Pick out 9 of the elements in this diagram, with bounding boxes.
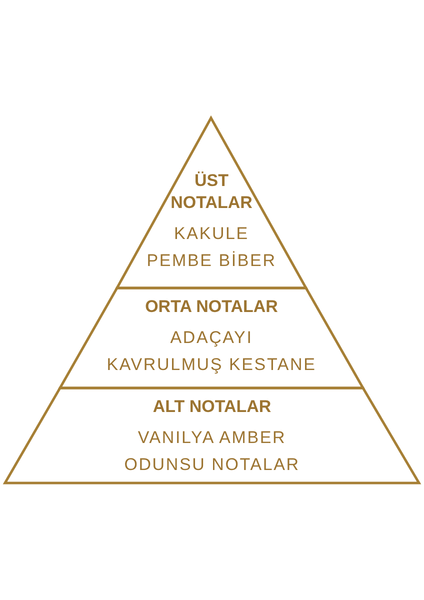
note-list-line: ADAÇAYI (170, 327, 253, 349)
note-list-line: VANILYA AMBER (138, 427, 286, 449)
note-list-line: KAVRULMUŞ KESTANE (106, 354, 316, 376)
tier-heading: ALT NOTALAR (152, 396, 272, 418)
note-list-line: ODUNSU NOTALAR (124, 454, 300, 476)
note-list-line: PEMBE BİBER (146, 250, 276, 272)
note-list-line: KAKULE (174, 223, 249, 245)
tier-heading: ÜST NOTALAR (170, 170, 254, 214)
tier-heading: ORTA NOTALAR (145, 296, 278, 318)
